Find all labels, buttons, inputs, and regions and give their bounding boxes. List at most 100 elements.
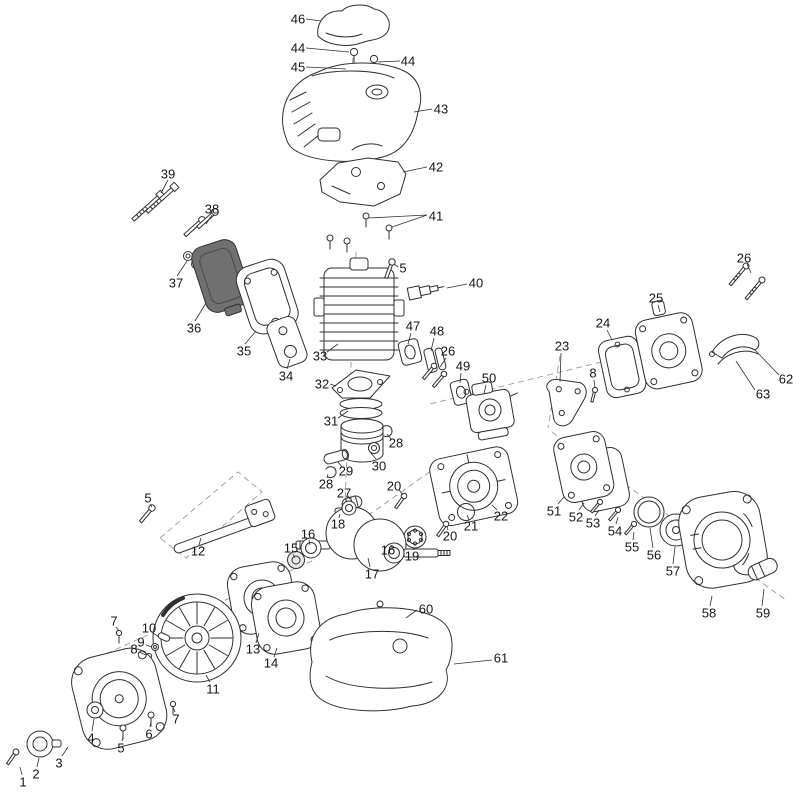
part-label-43-4: 43: [434, 102, 448, 117]
part-label-25-29: 25: [649, 291, 663, 306]
part-carb-screws: [421, 362, 448, 389]
part-label-8-52: 8: [130, 642, 137, 657]
part-label-58-68: 58: [702, 606, 716, 621]
part-label-50-27: 50: [482, 371, 496, 386]
part-label-28-19: 28: [319, 477, 333, 492]
part-handle-bracket: [173, 498, 276, 554]
part-crankcase-cover: [429, 446, 519, 527]
part-muffler-gasket: [266, 316, 308, 368]
part-label-2-59: 2: [32, 767, 39, 782]
part-label-54-64: 54: [608, 524, 622, 539]
part-label-62-33: 62: [779, 372, 793, 387]
leader-line-5-48: [149, 503, 153, 508]
part-label-55-65: 55: [625, 540, 639, 555]
leader-line-16-42: [308, 539, 311, 546]
part-label-51-61: 51: [547, 504, 561, 519]
leader-line-44-3: [377, 60, 401, 63]
part-label-14-45: 14: [264, 656, 278, 671]
part-label-48-25: 48: [430, 324, 444, 339]
part-air-filter-base: [634, 299, 703, 390]
leader-line-35-11: [244, 330, 257, 345]
part-label-8-32: 8: [589, 366, 596, 381]
leader-line-36-10: [194, 302, 207, 322]
leader-line-56-66: [649, 527, 654, 549]
part-label-23-31: 23: [555, 339, 569, 354]
leader-line-26-28: [746, 263, 752, 274]
leader-line-14-45: [273, 647, 278, 658]
leader-line-12-47: [198, 537, 202, 546]
part-label-20-37: 20: [443, 529, 457, 544]
leader-line-29-17: [337, 461, 343, 468]
part-label-59-69: 59: [756, 606, 770, 621]
part-label-6-55: 6: [145, 727, 152, 742]
part-label-37-9: 37: [169, 276, 183, 291]
leader-line-53-63: [594, 509, 600, 517]
part-piston-rings: [339, 398, 383, 419]
leader-line-10-50: [152, 632, 160, 638]
part-plate-23: [546, 378, 587, 427]
leader-line-34-12: [286, 358, 291, 370]
leader-line-31-15: [337, 410, 349, 419]
part-label-29-17: 29: [339, 464, 353, 479]
part-spark-plug: [406, 284, 445, 301]
leader-line-27-20: [347, 495, 351, 500]
part-label-18-40: 18: [331, 517, 345, 532]
part-washer-4: [86, 701, 104, 719]
part-label-35-11: 35: [237, 344, 251, 359]
leader-line-41-6: [391, 214, 428, 228]
part-label-5-23: 5: [399, 261, 406, 276]
leader-line-43-4: [413, 108, 433, 113]
leader-line-39-7: [160, 179, 169, 194]
part-label-20-38: 20: [387, 479, 401, 494]
leader-line-19-39: [412, 547, 415, 551]
part-label-30-16: 30: [372, 459, 386, 474]
part-label-44-1: 44: [291, 41, 305, 56]
leader-line-28-18: [386, 433, 392, 440]
leader-line-25-29: [657, 304, 661, 313]
part-cover-plate: [319, 157, 407, 207]
part-label-26-21: 26: [441, 344, 455, 359]
part-label-39-7: 39: [161, 167, 175, 182]
part-label-7-53: 7: [110, 614, 117, 629]
leader-line-7-54: [172, 706, 176, 713]
leader-line-46-0: [305, 18, 322, 22]
leader-line-30-16: [369, 451, 377, 460]
part-label-16-42: 16: [301, 527, 315, 542]
part-screw-7a: [115, 629, 123, 644]
leader-line-9-51: [145, 644, 153, 648]
leader-line-54-64: [615, 516, 619, 525]
leader-line-16-43: [390, 544, 395, 552]
part-label-63-34: 63: [756, 387, 770, 402]
part-main-bearings: [300, 537, 405, 564]
leader-line-22-35: [491, 504, 498, 511]
leader-line-5-56: [121, 736, 124, 742]
part-screw-7b: [169, 700, 177, 715]
part-starter-cup: [26, 730, 62, 758]
parts-artwork: [6, 4, 778, 766]
part-label-42-5: 42: [429, 160, 443, 175]
leader-line-1-60: [19, 766, 23, 776]
part-label-46-0: 46: [291, 12, 305, 27]
leader-line-24-30: [606, 329, 613, 341]
part-label-38-8: 38: [205, 202, 219, 217]
leader-line-28-19: [326, 473, 329, 479]
part-label-44-3: 44: [401, 54, 415, 69]
part-intake-insulator: [397, 338, 423, 366]
leader-line-18-40: [338, 513, 341, 519]
part-bolt-5b: [138, 504, 156, 524]
part-label-41-6: 41: [429, 209, 443, 224]
leader-line-33-13: [326, 343, 339, 353]
part-label-19-39: 19: [405, 549, 419, 564]
leader-line-59-69: [761, 588, 765, 607]
part-label-10-50: 10: [142, 621, 156, 636]
part-bolt-1: [6, 748, 20, 766]
part-bolt-5a: [384, 258, 396, 279]
part-label-26-28: 26: [737, 251, 751, 266]
part-label-5-48: 5: [144, 491, 151, 506]
part-label-28-18: 28: [389, 436, 403, 451]
part-label-45-2: 45: [291, 60, 305, 75]
part-label-57-67: 57: [666, 564, 680, 579]
part-wrist-pin: [323, 449, 350, 465]
leader-line-26-21: [439, 357, 447, 368]
